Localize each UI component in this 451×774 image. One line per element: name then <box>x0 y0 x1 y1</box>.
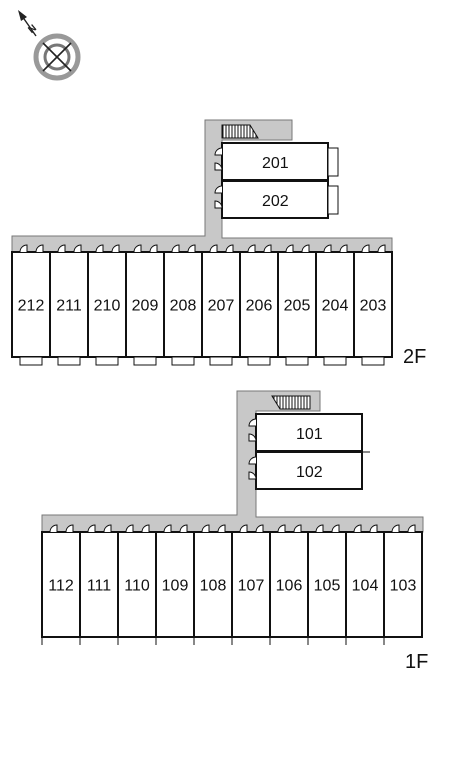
unit-109: 109 <box>155 524 195 645</box>
unit-108: 108 <box>193 524 233 645</box>
unit-107: 107 <box>231 524 271 645</box>
staircase-icon <box>221 124 259 139</box>
unit-label-105: 105 <box>314 578 341 595</box>
unit-112: 112 <box>41 524 81 645</box>
unit-212: 212 <box>11 244 51 366</box>
unit-104: 104 <box>345 524 385 645</box>
unit-101: 101 <box>248 413 363 452</box>
unit-row-2f: 212 211 210 209 208 207 206 205 204 203 <box>11 244 393 366</box>
unit-label-107: 107 <box>238 578 265 595</box>
unit-label-210: 210 <box>94 298 121 315</box>
unit-206: 206 <box>239 244 279 366</box>
unit-106: 106 <box>269 524 309 645</box>
unit-label-102: 102 <box>296 464 323 481</box>
unit-205: 205 <box>277 244 317 366</box>
unit-110: 110 <box>117 524 157 645</box>
unit-111: 111 <box>79 524 119 645</box>
unit-label-205: 205 <box>284 298 311 315</box>
unit-label-202: 202 <box>262 193 289 210</box>
unit-105: 105 <box>307 524 347 645</box>
floor-2: 201 202 212 211 210 209 208 207 206 205 204 203 2… <box>11 119 426 368</box>
unit-203: 203 <box>353 244 393 366</box>
unit-211: 211 <box>49 244 89 366</box>
unit-label-208: 208 <box>170 298 197 315</box>
unit-202: 202 <box>214 180 339 219</box>
unit-label-207: 207 <box>208 298 235 315</box>
unit-label-206: 206 <box>246 298 273 315</box>
unit-208: 208 <box>163 244 203 366</box>
floor-label-1f: 1F <box>405 651 428 673</box>
unit-label-103: 103 <box>390 578 417 595</box>
unit-label-204: 204 <box>322 298 349 315</box>
unit-label-201: 201 <box>262 155 289 172</box>
floor-label-2f: 2F <box>403 346 426 368</box>
unit-201: 201 <box>214 142 339 181</box>
unit-label-109: 109 <box>162 578 189 595</box>
staircase-icon <box>271 395 311 410</box>
unit-204: 204 <box>315 244 355 366</box>
unit-label-104: 104 <box>352 578 379 595</box>
unit-210: 210 <box>87 244 127 366</box>
corridor-2f <box>11 119 393 253</box>
unit-label-108: 108 <box>200 578 227 595</box>
unit-label-203: 203 <box>360 298 387 315</box>
unit-209: 209 <box>125 244 165 366</box>
unit-103: 103 <box>383 524 423 645</box>
unit-row-1f: 112 111 110 109 108 107 106 105 104 103 <box>41 524 423 645</box>
unit-label-111: 111 <box>87 578 111 595</box>
unit-207: 207 <box>201 244 241 366</box>
floor-1: 101 102 112 111 110 109 108 107 106 105 104 103 1… <box>41 390 428 673</box>
unit-label-110: 110 <box>124 578 150 595</box>
corridor-1f <box>41 390 424 533</box>
unit-label-101: 101 <box>296 426 323 443</box>
compass-north-label: N <box>26 23 39 36</box>
compass-rose-icon: N <box>18 10 81 81</box>
unit-102: 102 <box>248 451 370 490</box>
unit-label-112: 112 <box>48 578 74 595</box>
unit-label-212: 212 <box>18 298 45 315</box>
unit-label-209: 209 <box>132 298 159 315</box>
unit-label-106: 106 <box>276 578 303 595</box>
unit-label-211: 211 <box>56 298 82 315</box>
